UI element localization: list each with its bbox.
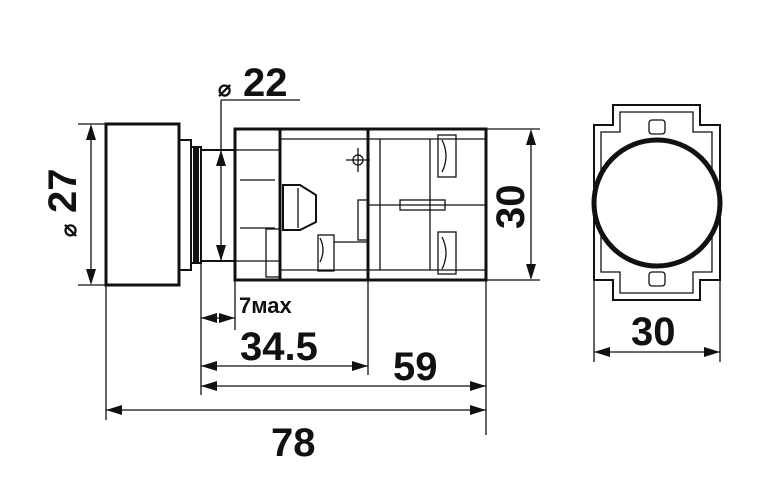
body-front bbox=[233, 127, 282, 282]
arrow-78-right bbox=[470, 405, 486, 415]
top-slot bbox=[648, 119, 666, 135]
label-59: 59 bbox=[393, 345, 438, 389]
front-view bbox=[591, 104, 723, 301]
side-view bbox=[104, 122, 488, 287]
rear-contact-top-curve bbox=[441, 139, 447, 173]
front-frame-outer bbox=[593, 104, 721, 301]
bezel-rim bbox=[178, 139, 192, 271]
label-30-bottom: 30 bbox=[631, 310, 676, 354]
label-30-right-group: 30 bbox=[489, 185, 533, 230]
dimension-lines bbox=[78, 99, 721, 435]
arrow-30b-left bbox=[594, 347, 610, 357]
label-27-group: ⌀ 27 bbox=[41, 169, 85, 238]
collar bbox=[190, 146, 202, 264]
actuator bbox=[282, 184, 317, 231]
label-27: 27 bbox=[41, 169, 85, 214]
label-30-right: 30 bbox=[489, 185, 533, 230]
dimension-labels: ⌀ 22 ⌀ 27 30 7мах 34.5 59 78 30 bbox=[41, 61, 676, 465]
arrow-7max-left bbox=[201, 313, 217, 323]
arrow-30-bottom bbox=[526, 264, 536, 280]
arrow-59-right bbox=[470, 381, 486, 391]
front-bezel bbox=[104, 122, 181, 287]
label-7max: 7мах bbox=[239, 293, 292, 318]
arrow-34-5-left bbox=[201, 361, 217, 371]
round-button bbox=[591, 137, 723, 269]
arrow-30-top bbox=[526, 129, 536, 145]
body-front-notch bbox=[265, 228, 281, 278]
panel-thick-line bbox=[193, 148, 199, 262]
arrow-30b-right bbox=[704, 347, 720, 357]
rear-slot bbox=[399, 199, 446, 211]
rear-contact-bottom bbox=[437, 231, 457, 275]
arrow-22-top bbox=[216, 150, 226, 166]
arrow-22-bottom bbox=[216, 245, 226, 261]
arrow-27-top bbox=[86, 124, 96, 140]
rear-contact-top bbox=[437, 134, 457, 178]
label-34-5: 34.5 bbox=[240, 325, 318, 369]
arrow-34-5-right bbox=[352, 361, 368, 371]
arrow-78-left bbox=[106, 405, 122, 415]
terminal-left-curve bbox=[319, 237, 324, 263]
front-frame-inner bbox=[600, 111, 713, 294]
arrow-59-left bbox=[201, 381, 217, 391]
contact-block bbox=[278, 127, 370, 282]
rear-contact-bottom-curve bbox=[441, 236, 447, 270]
arrow-27-bottom bbox=[86, 269, 96, 285]
arrow-7max-right bbox=[219, 313, 235, 323]
label-22: 22 bbox=[243, 61, 288, 105]
diameter-symbol-22: ⌀ bbox=[218, 76, 232, 101]
bottom-slot bbox=[648, 271, 666, 287]
terminal-left bbox=[317, 234, 335, 272]
label-78: 78 bbox=[271, 421, 316, 465]
diameter-symbol-27: ⌀ bbox=[56, 223, 81, 237]
